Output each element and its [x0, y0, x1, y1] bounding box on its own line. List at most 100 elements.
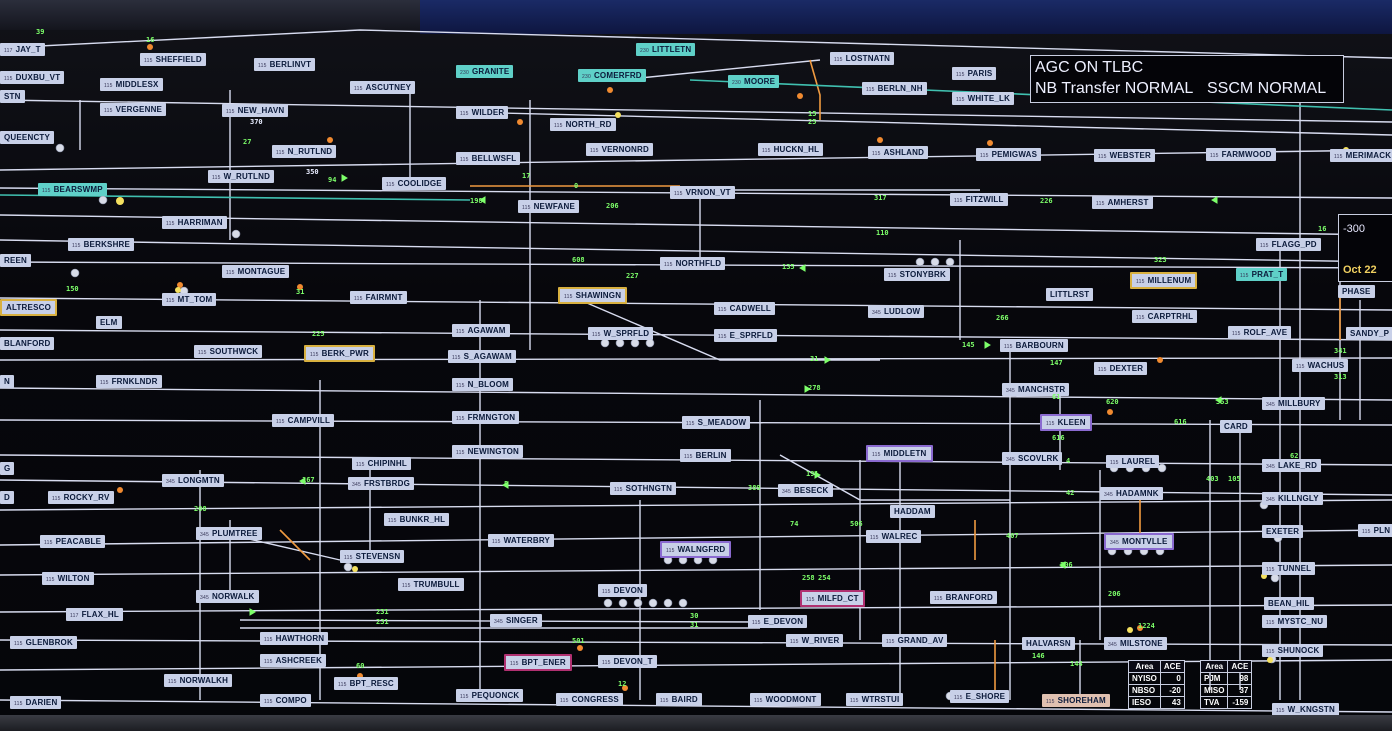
substation-sandy-p[interactable]: SANDY_P: [1346, 327, 1392, 340]
substation-haddam[interactable]: HADDAM: [890, 505, 935, 518]
substation-d[interactable]: D: [0, 491, 14, 504]
substation-halvarsn[interactable]: HALVARSN: [1022, 637, 1075, 650]
substation-littlrst[interactable]: LITTLRST: [1046, 288, 1094, 301]
substation-exeter[interactable]: EXETER: [1262, 525, 1304, 538]
substation-altresco[interactable]: ALTRESCO: [0, 299, 58, 316]
substation-stn[interactable]: STN: [0, 90, 25, 103]
substation-elm[interactable]: ELM: [96, 316, 122, 329]
substation-blanford[interactable]: BLANFORD: [0, 337, 55, 350]
substation-reen[interactable]: REEN: [0, 254, 32, 267]
substation-phase[interactable]: PHASE: [1338, 285, 1375, 298]
substation-g[interactable]: G: [0, 462, 15, 475]
substation-queencty[interactable]: QUEENCTY: [0, 131, 55, 144]
substation-card[interactable]: CARD: [1220, 420, 1252, 433]
